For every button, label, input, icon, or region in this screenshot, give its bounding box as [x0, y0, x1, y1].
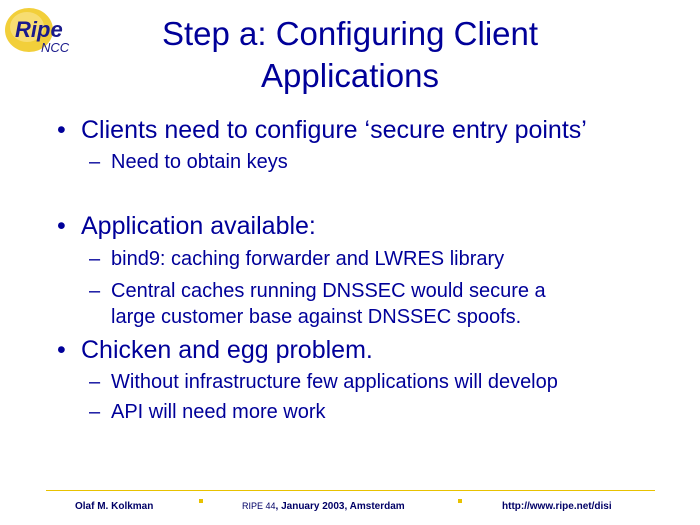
- sub-bullet-text: bind9: caching forwarder and LWRES libra…: [111, 248, 505, 270]
- ripe-ncc-logo-graphic: Ripe NCC: [5, 8, 70, 55]
- sub-bullet-text: Without infrastructure few applications …: [111, 371, 558, 393]
- sub-bullet-text: Central caches running DNSSEC would secu…: [111, 280, 546, 302]
- title-line-2: Applications: [261, 57, 439, 94]
- bullet-text: Clients need to configure ‘secure entry …: [81, 116, 587, 144]
- footer-separator-dot: [199, 499, 203, 503]
- logo-ncc-text: NCC: [41, 40, 70, 55]
- bullet-marker: •: [57, 212, 66, 240]
- logo-ripe-text: Ripe: [15, 17, 63, 42]
- bullet-marker: •: [57, 116, 66, 144]
- sub-bullet-marker: –: [89, 371, 101, 393]
- sub-bullet-text-continuation: large customer base against DNSSEC spoof…: [111, 306, 522, 328]
- title-line-1: Step a: Configuring Client: [161, 15, 539, 52]
- footer-author: Olaf M. Kolkman: [75, 501, 154, 512]
- footer-url[interactable]: http://www.ripe.net/disi: [502, 501, 612, 512]
- sub-bullet-marker: –: [89, 280, 101, 302]
- sub-bullet-marker: –: [89, 248, 101, 270]
- ripe-ncc-logo: Ripe NCC: [3, 4, 87, 66]
- sub-bullet-text: Need to obtain keys: [111, 151, 288, 173]
- footer-event: RIPE 44, January 2003, Amsterdam: [242, 501, 405, 512]
- bullet-text: Application available:: [81, 212, 316, 240]
- bullet-text: Chicken and egg problem.: [81, 336, 373, 364]
- sub-bullet-marker: –: [89, 151, 101, 173]
- sub-bullet-text: API will need more work: [111, 401, 326, 423]
- slide-title: Step a: Configuring Client Applications: [100, 13, 600, 97]
- footer-divider: [46, 490, 655, 491]
- bullet-marker: •: [57, 336, 66, 364]
- footer-event-rest: , January 2003, Amsterdam: [275, 501, 405, 512]
- footer-separator-dot: [458, 499, 462, 503]
- sub-bullet-2-2-continuation: large customer base against DNSSEC spoof…: [111, 304, 521, 330]
- footer-event-prefix: RIPE 44: [242, 501, 276, 511]
- sub-bullet-marker: –: [89, 401, 101, 423]
